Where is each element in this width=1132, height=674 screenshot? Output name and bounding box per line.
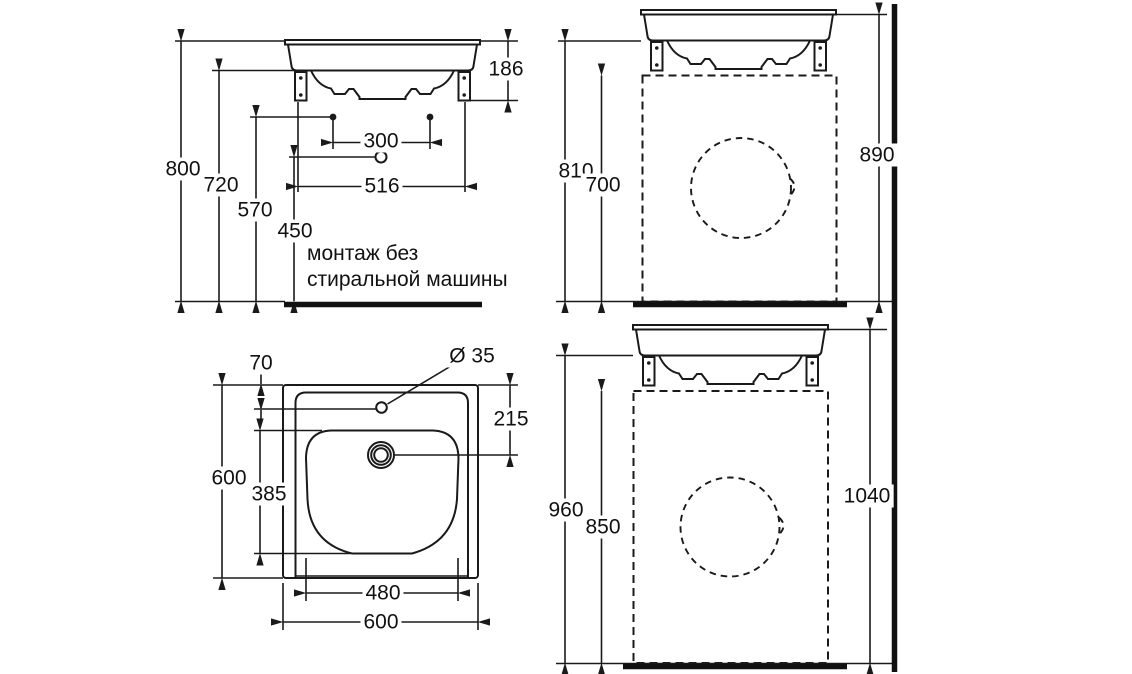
tap-hole: [374, 150, 388, 164]
dim-label-450: 450: [274, 219, 316, 243]
dim-label-186: 186: [485, 57, 527, 81]
dim-label-385: 385: [248, 482, 290, 506]
dim-label-1040: 1040: [840, 484, 894, 508]
dim-label-215: 215: [490, 407, 532, 431]
dim-label-800: 800: [162, 157, 204, 181]
washing-machine-door: [690, 137, 792, 239]
sink-front-outline: [284, 39, 481, 102]
washing-machine-outline: [632, 390, 829, 664]
sink-plan-inner-edge: [294, 391, 469, 578]
tap-hole: [375, 401, 388, 414]
door-handle: [789, 177, 796, 197]
sink-front-outline: [640, 9, 837, 72]
dim-label-700: 700: [582, 173, 624, 197]
plan-view: [213, 362, 518, 630]
drain-inner-ring: [373, 447, 389, 463]
basin-outline: [304, 429, 460, 555]
sink-front-outline: [632, 324, 829, 387]
dim-label-480: 480: [362, 581, 404, 605]
installation-note: монтаж без стиральной машины: [307, 241, 508, 292]
dim-label-570: 570: [234, 198, 276, 222]
mounting-hole-dot: [329, 113, 337, 121]
washing-machine-outline: [641, 74, 838, 303]
dim-label-720: 720: [200, 173, 242, 197]
dim-label-hole-diameter: Ø 35: [446, 344, 498, 368]
dim-label-516: 516: [361, 174, 403, 198]
washing-machine-door: [679, 476, 781, 578]
dim-label-70: 70: [246, 351, 276, 375]
installation-note-line2: стиральной машины: [307, 267, 508, 291]
front-view-with-machine-850: [556, 317, 892, 674]
door-handle: [778, 516, 785, 536]
dim-label-300: 300: [360, 129, 402, 153]
mounting-hole-dot: [426, 113, 434, 121]
dim-label-850: 850: [582, 515, 624, 539]
front-view-with-machine-700: [556, 2, 892, 314]
dim-label-960: 960: [545, 498, 587, 522]
dim-label-600-depth: 600: [208, 466, 250, 490]
leader-line-diameter: [387, 362, 457, 405]
dim-label-600-width: 600: [360, 610, 402, 634]
drain-middle-ring: [370, 444, 392, 466]
installation-note-line1: монтаж без: [307, 242, 419, 265]
dim-label-890: 890: [856, 143, 898, 167]
